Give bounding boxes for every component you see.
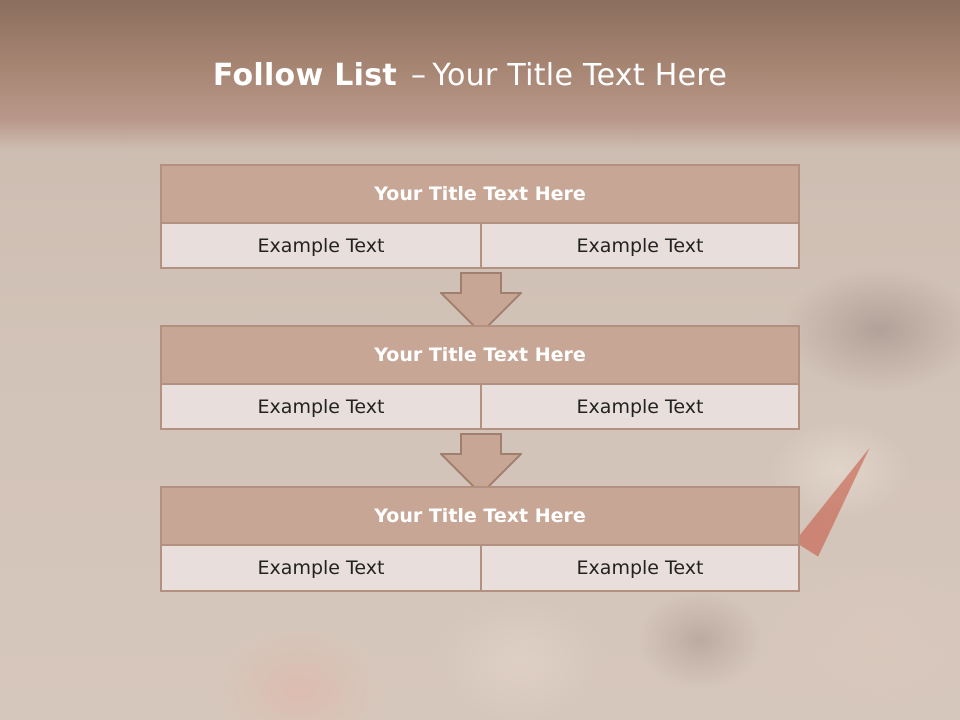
list-box-3-left-text: Example Text bbox=[162, 546, 482, 591]
list-box-2-left-text: Example Text bbox=[162, 385, 482, 430]
slide-title-text: Your Title Text Here bbox=[432, 58, 728, 93]
down-arrow-2 bbox=[440, 433, 522, 496]
list-box-3-right-text: Example Text bbox=[576, 557, 704, 579]
list-box-1-title: Your Title Text Here bbox=[162, 166, 798, 224]
list-box-3-title: Your Title Text Here bbox=[162, 488, 798, 546]
slide-title: Follow List–Your Title Text Here bbox=[0, 52, 940, 100]
list-box-1-left-text: Example Text bbox=[162, 224, 482, 269]
list-box-1-right-text: Example Text bbox=[576, 235, 704, 257]
list-box-2-title: Your Title Text Here bbox=[162, 327, 798, 385]
slide-title-separator: – bbox=[411, 58, 427, 93]
list-box-3: Your Title Text Here Example Text Exampl… bbox=[160, 486, 800, 592]
list-box-2: Your Title Text Here Example Text Exampl… bbox=[160, 325, 800, 430]
down-arrow-1 bbox=[440, 272, 522, 335]
list-box-1: Your Title Text Here Example Text Exampl… bbox=[160, 164, 800, 269]
list-box-2-right-text: Example Text bbox=[576, 396, 704, 418]
header-band bbox=[0, 0, 960, 150]
slide-title-bold: Follow List bbox=[212, 58, 398, 93]
